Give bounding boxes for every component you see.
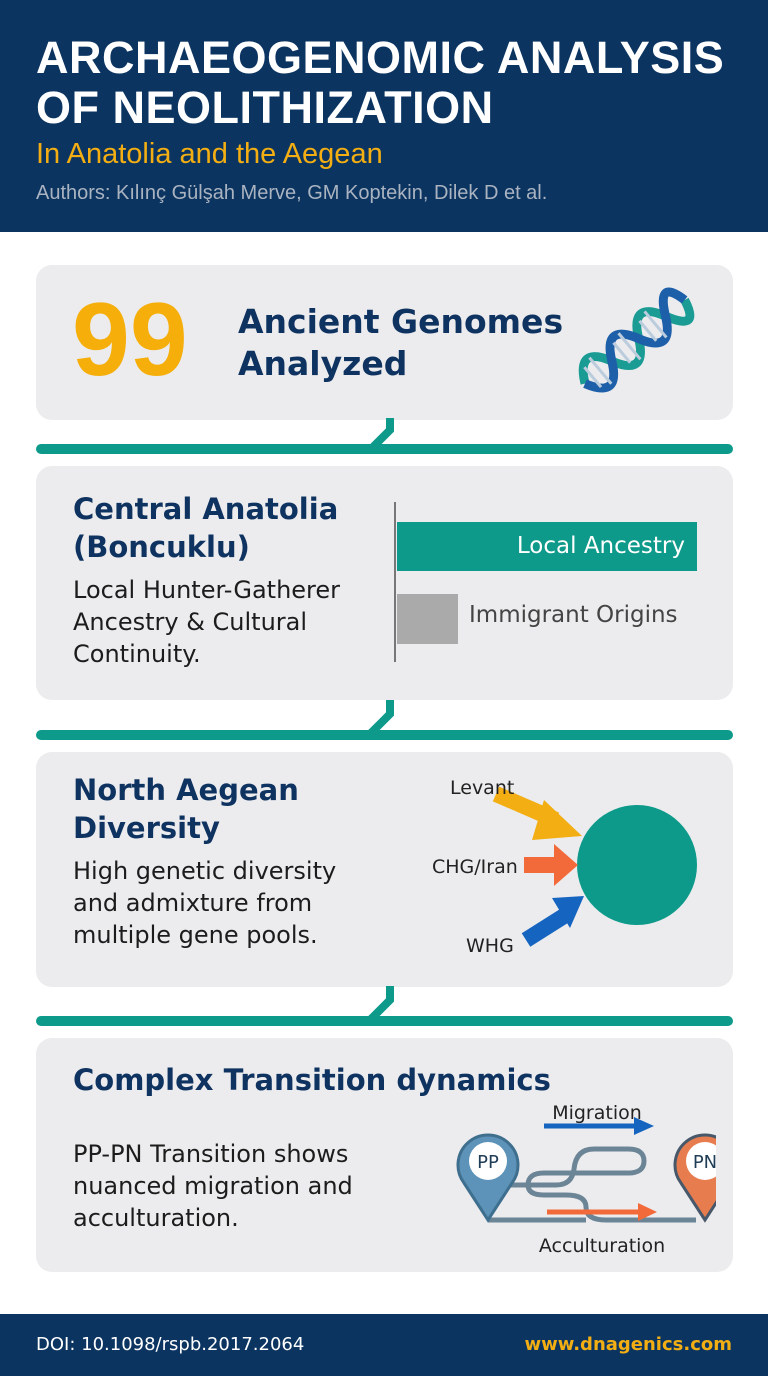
genome-count: 99 [72,282,188,398]
body-line: and admixture from [73,889,313,917]
connector [367,986,394,1022]
transition-diagram: PP PN Migration Acculturation [456,1103,716,1257]
central-title-2: (Boncuklu) [73,530,250,564]
connector [367,700,394,736]
population-circle [577,805,697,925]
chg-iran-label: CHG/Iran [432,856,518,878]
aegean-title-1: North Aegean [73,773,299,807]
body-line: multiple gene pools. [73,921,318,949]
header: ARCHAEOGENOMIC ANALYSIS OF NEOLITHIZATIO… [0,0,768,232]
chg-iran-arrow [524,844,578,886]
aegean-title-2: Diversity [73,811,220,845]
body-line: PP-PN Transition shows [73,1140,349,1168]
body-line: Local Hunter-Gatherer [73,576,341,604]
authors: Authors: Kılınç Gülşah Merve, GM Kopteki… [36,182,548,204]
acculturation-label: Acculturation [539,1235,665,1257]
body-line: nuanced migration and [73,1172,353,1200]
divider-bar [36,444,733,454]
whg-label: WHG [466,935,514,957]
acculturation-arrow [547,1203,657,1221]
north-aegean-card: North Aegean Diversity High genetic dive… [36,752,733,987]
transition-card: Complex Transition dynamics PP-PN Transi… [36,1038,733,1272]
central-anatolia-card: Central Anatolia (Boncuklu) Local Hunter… [36,466,733,700]
transition-title: Complex Transition dynamics [73,1063,551,1097]
winding-path [488,1146,696,1223]
central-title-1: Central Anatolia [73,492,339,526]
body-line: Ancestry & Cultural [73,608,308,636]
body-line: Continuity. [73,640,201,668]
pp-pin: PP [456,1133,520,1223]
admixture-diagram: Levant CHG/Iran WHG [432,777,697,957]
website-link[interactable]: www.dnagenics.com [524,1334,732,1355]
body-line: acculturation. [73,1204,239,1232]
migration-label: Migration [552,1103,642,1124]
body-line: High genetic diversity [73,857,337,885]
immigrant-origins-bar [397,594,458,644]
footer: DOI: 10.1098/rspb.2017.2064 www.dnagenic… [0,1314,768,1376]
aegean-body: High genetic diversity and admixture fro… [73,855,336,951]
stat-card: 99 Ancient Genomes Analyzed [36,265,733,420]
chart-axis [394,502,396,662]
pp-label: PP [477,1152,499,1173]
levant-label: Levant [450,777,514,799]
pn-label: PN [693,1152,716,1173]
whg-arrow [521,896,584,947]
dna-icon [578,287,695,393]
central-body: Local Hunter-Gatherer Ancestry & Cultura… [73,574,340,670]
stat-label-2: Analyzed [238,344,408,383]
migration-arrow [544,1117,654,1135]
local-ancestry-bar: Local Ancestry [397,522,697,571]
pn-pin: PN [673,1133,716,1223]
levant-arrow [492,786,582,840]
title-line-1: ARCHAEOGENOMIC ANALYSIS [36,32,725,83]
title-line-2: OF NEOLITHIZATION [36,82,494,133]
divider-bar [36,1016,733,1026]
immigrant-origins-label: Immigrant Origins [469,602,678,628]
doi[interactable]: DOI: 10.1098/rspb.2017.2064 [36,1334,305,1355]
transition-body: PP-PN Transition shows nuanced migration… [73,1138,353,1234]
divider-bar [36,730,733,740]
connector [369,418,394,450]
subtitle: In Anatolia and the Aegean [36,138,383,170]
stat-label-1: Ancient Genomes [238,302,564,341]
